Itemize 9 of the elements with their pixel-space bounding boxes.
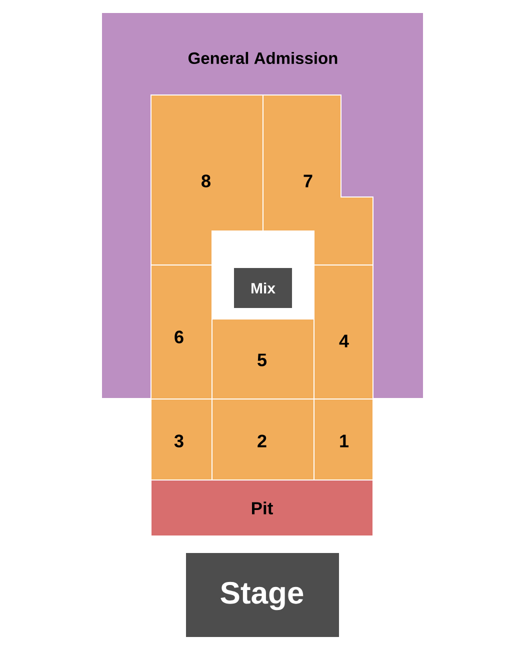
seating-section: 1 — [314, 398, 374, 480]
seating-section: 3 — [150, 398, 212, 480]
seating-section: 4 — [314, 264, 374, 400]
seating-section: 6 — [150, 264, 212, 400]
seating-section: 5 — [212, 318, 314, 400]
mix-booth: Mix — [234, 268, 292, 308]
stage: Stage — [186, 553, 339, 637]
seating-section: 2 — [212, 398, 314, 480]
pit-area: Pit — [150, 480, 374, 536]
